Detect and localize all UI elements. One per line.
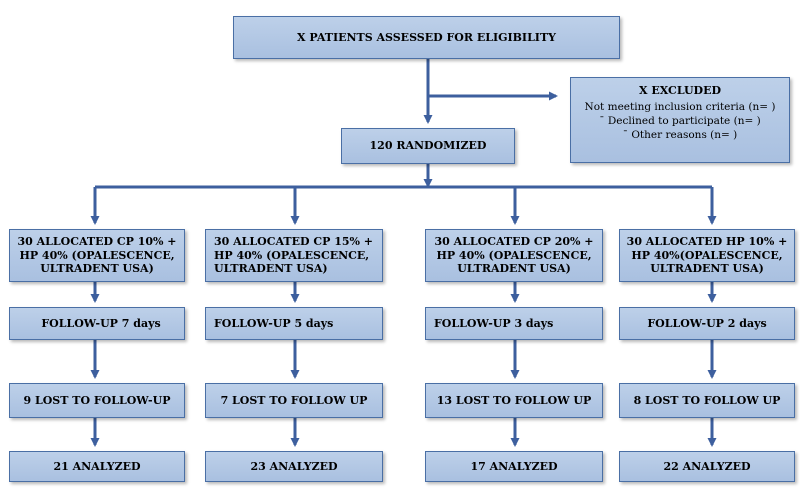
- arm-2-lost-text: 7 LOST TO FOLLOW UP: [220, 393, 368, 407]
- arm-2-lost-box: 7 LOST TO FOLLOW UP: [205, 383, 383, 418]
- arm-4-analyzed-text: 22 ANALYZED: [663, 459, 751, 473]
- excluded-item-2: ¯ Declined to participate (n= ): [599, 115, 761, 128]
- arm-4-followup-box: FOLLOW-UP 2 days: [619, 307, 795, 340]
- arm-3-followup-box: FOLLOW-UP 3 days: [425, 307, 603, 340]
- excluded-item-3: ¯ Other reasons (n= ): [622, 129, 738, 142]
- assessed-box: X PATIENTS ASSESSED FOR ELIGIBILITY: [233, 16, 620, 59]
- arm-1-analyzed-box: 21 ANALYZED: [9, 451, 185, 482]
- arm-2-analyzed-box: 23 ANALYZED: [205, 451, 383, 482]
- arm-4-analyzed-box: 22 ANALYZED: [619, 451, 795, 482]
- randomized-box: 120 RANDOMIZED: [341, 128, 515, 164]
- arm-3-followup-text: FOLLOW-UP 3 days: [434, 316, 554, 330]
- arm-1-lost-box: 9 LOST TO FOLLOW-UP: [9, 383, 185, 418]
- assessed-text: X PATIENTS ASSESSED FOR ELIGIBILITY: [297, 30, 556, 44]
- arm-2-followup-text: FOLLOW-UP 5 days: [214, 316, 334, 330]
- arm-3-lost-box: 13 LOST TO FOLLOW UP: [425, 383, 603, 418]
- arm-1-analyzed-text: 21 ANALYZED: [53, 459, 141, 473]
- arm-4-followup-text: FOLLOW-UP 2 days: [647, 316, 767, 330]
- arm-1-followup-text: FOLLOW-UP 7 days: [41, 316, 161, 330]
- arm-3-analyzed-text: 17 ANALYZED: [470, 459, 558, 473]
- arm-1-followup-box: FOLLOW-UP 7 days: [9, 307, 185, 340]
- arm-1-lost-text: 9 LOST TO FOLLOW-UP: [23, 393, 171, 407]
- arm-1-allocation-box: 30 ALLOCATED CP 10% + HP 40% (OPALESCENC…: [9, 229, 185, 282]
- arm-2-allocation-text: 30 ALLOCATED CP 15% + HP 40% (OPALESCENC…: [214, 234, 374, 276]
- arm-3-lost-text: 13 LOST TO FOLLOW UP: [436, 393, 592, 407]
- excluded-box: X EXCLUDED Not meeting inclusion criteri…: [570, 77, 790, 163]
- arm-1-allocation-text: 30 ALLOCATED CP 10% + HP 40% (OPALESCENC…: [17, 234, 177, 276]
- excluded-title: X EXCLUDED: [638, 84, 722, 97]
- arm-3-analyzed-box: 17 ANALYZED: [425, 451, 603, 482]
- excluded-item-1: Not meeting inclusion criteria (n= ): [584, 100, 776, 113]
- randomized-text: 120 RANDOMIZED: [369, 139, 487, 153]
- arm-2-analyzed-text: 23 ANALYZED: [250, 459, 338, 473]
- arm-4-lost-text: 8 LOST TO FOLLOW UP: [633, 393, 781, 407]
- arm-3-allocation-text: 30 ALLOCATED CP 20% + HP 40% (OPALESCENC…: [434, 234, 594, 276]
- arm-4-lost-box: 8 LOST TO FOLLOW UP: [619, 383, 795, 418]
- arm-3-allocation-box: 30 ALLOCATED CP 20% + HP 40% (OPALESCENC…: [425, 229, 603, 282]
- arm-4-allocation-text: 30 ALLOCATED HP 10% + HP 40%(OPALESCENCE…: [626, 234, 788, 276]
- arm-4-allocation-box: 30 ALLOCATED HP 10% + HP 40%(OPALESCENCE…: [619, 229, 795, 282]
- arm-2-followup-box: FOLLOW-UP 5 days: [205, 307, 383, 340]
- arm-2-allocation-box: 30 ALLOCATED CP 15% + HP 40% (OPALESCENC…: [205, 229, 383, 282]
